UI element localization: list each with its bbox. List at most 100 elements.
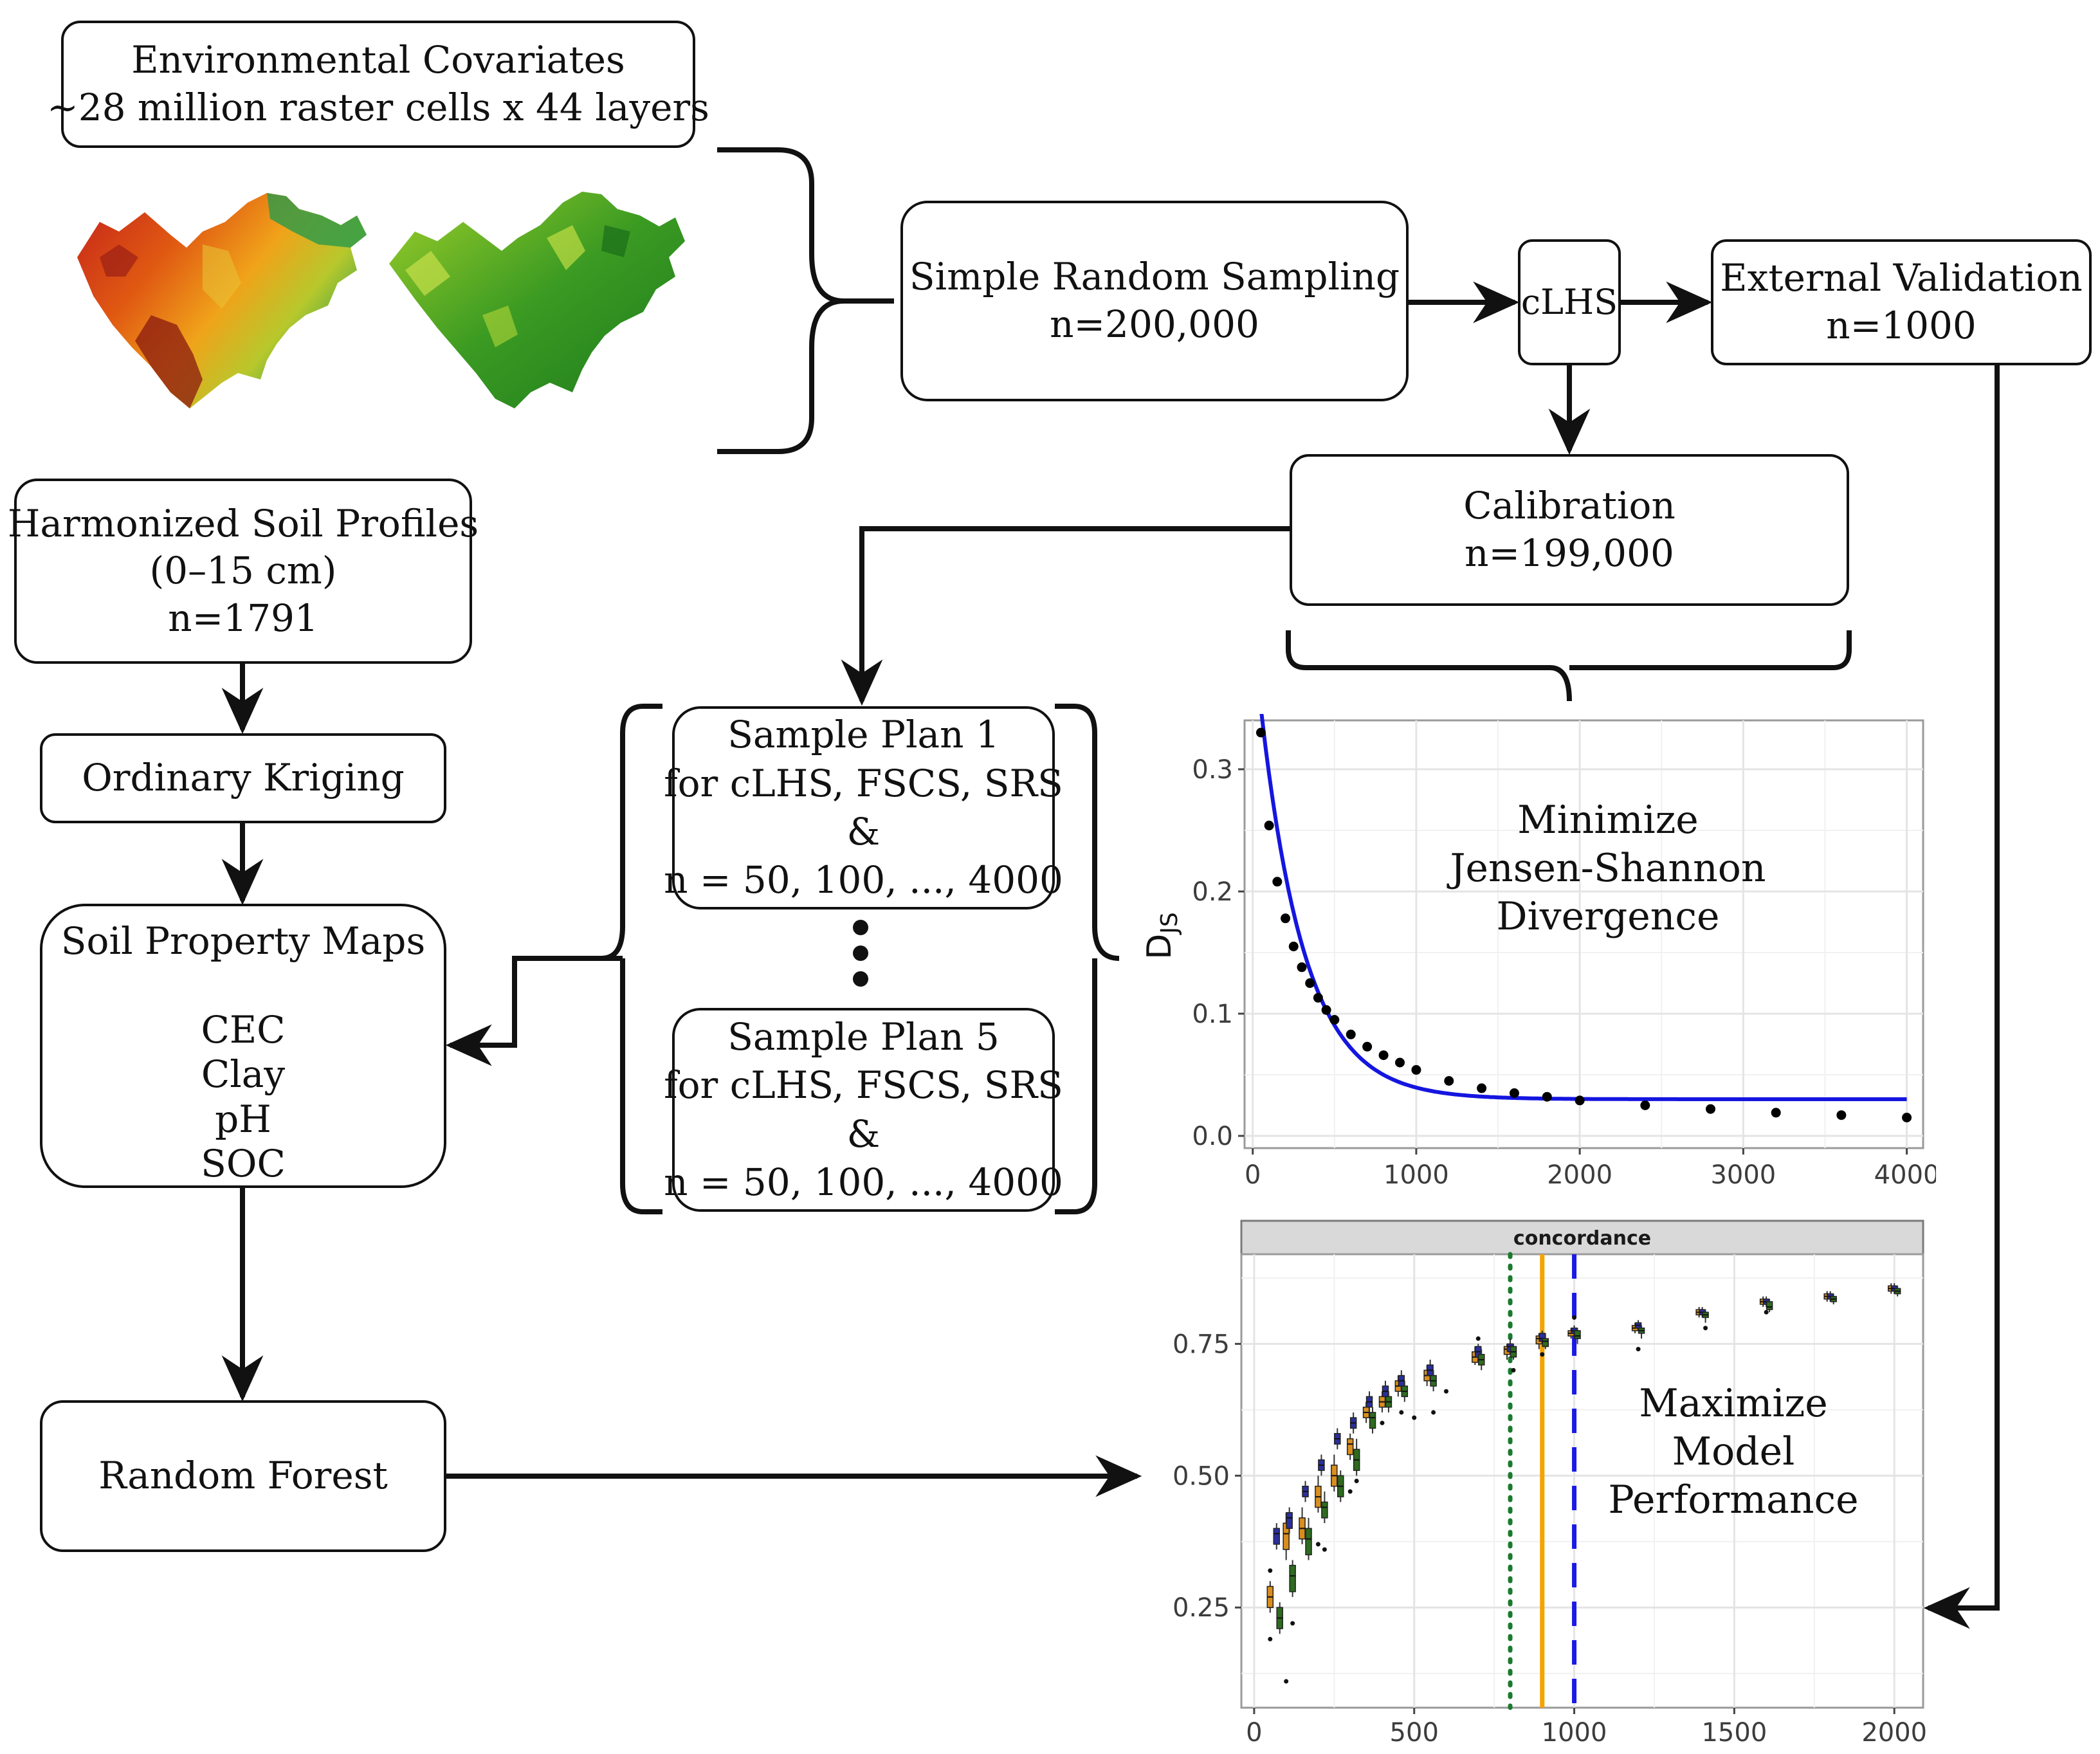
- boxplot: [1302, 1481, 1309, 1503]
- outlier-point: [1380, 1420, 1385, 1425]
- outlier-point: [1354, 1479, 1359, 1483]
- box-line: n=199,000: [1465, 531, 1674, 575]
- outlier-point: [1764, 1310, 1769, 1315]
- arrow-sample-plans-to-soil-maps: [445, 956, 623, 1066]
- box-line: cLHS: [1520, 281, 1618, 322]
- outlier-point: [1322, 1547, 1327, 1552]
- data-point: [1509, 1088, 1519, 1098]
- x-tick-label: 4000: [1874, 1160, 1936, 1190]
- boxplot: [1369, 1407, 1376, 1434]
- data-point: [1313, 992, 1323, 1003]
- x-tick-label: 1000: [1383, 1160, 1449, 1190]
- box-line: Sample Plan 1: [727, 713, 1000, 757]
- outlier-point: [1443, 1389, 1448, 1394]
- box-line: n = 50, 100, ..., 4000: [664, 1160, 1063, 1204]
- boxplot: [1315, 1475, 1322, 1513]
- boxplot-box: [1305, 1528, 1312, 1556]
- ellipsis-dot: [853, 920, 868, 935]
- boxplot: [1542, 1333, 1549, 1349]
- plot-panel: [1240, 1253, 1924, 1709]
- outlier-point: [1315, 1542, 1320, 1547]
- boxplot: [1305, 1517, 1312, 1560]
- js-annotation: Minimize Jensen-Shannon Divergence: [1447, 798, 1766, 939]
- panel-strip: [1240, 1220, 1924, 1256]
- boxplot: [1299, 1507, 1306, 1544]
- data-point: [1297, 962, 1307, 973]
- box-line: SOC: [201, 1142, 286, 1186]
- data-point: [1288, 942, 1299, 951]
- calibration-box: Calibration n=199,000: [1290, 454, 1849, 606]
- ellipsis-dot: [853, 971, 868, 987]
- boxplot: [1430, 1370, 1437, 1392]
- data-point: [1281, 913, 1291, 924]
- boxplot: [1385, 1391, 1392, 1412]
- data-point: [1321, 1005, 1331, 1015]
- boxplot: [1365, 1391, 1373, 1412]
- sample-plans-left-brace: [601, 704, 662, 1214]
- ordinary-kriging-box: Ordinary Kriging: [40, 733, 446, 823]
- annotation-line: Divergence: [1496, 894, 1719, 939]
- boxplot-box: [1346, 1438, 1354, 1456]
- data-point: [1305, 978, 1315, 988]
- boxplot: [1318, 1454, 1325, 1476]
- gridlines: [1245, 720, 1923, 1148]
- outlier-point: [1431, 1410, 1436, 1415]
- boxplot: [1286, 1507, 1293, 1534]
- box-line: n = 50, 100, ..., 4000: [664, 858, 1063, 902]
- y-axis-label: DJS: [1140, 912, 1183, 960]
- boxplot: [1334, 1428, 1341, 1450]
- outlier-point: [1511, 1367, 1516, 1373]
- box-line: for cLHS, FSCS, SRS: [664, 1063, 1063, 1108]
- data-point: [1264, 820, 1274, 830]
- boxplot: [1331, 1454, 1338, 1492]
- x-tick-label: 2000: [1547, 1160, 1612, 1190]
- data-point: [1255, 727, 1266, 738]
- boxplot: [1766, 1299, 1773, 1313]
- box-line: n=1000: [1826, 304, 1977, 347]
- data-point: [1477, 1083, 1487, 1093]
- boxplot: [1289, 1560, 1296, 1597]
- outlier-point: [1284, 1679, 1289, 1684]
- x-tick-label: 3000: [1710, 1160, 1776, 1190]
- box-line: n=200,000: [1050, 302, 1259, 346]
- data-point: [1902, 1113, 1912, 1122]
- boxplot-box: [1286, 1512, 1293, 1530]
- box-line: for cLHS, FSCS, SRS: [664, 761, 1063, 805]
- box-line: Ordinary Kriging: [82, 756, 405, 800]
- boxplot: [1337, 1470, 1344, 1503]
- data-point: [1836, 1110, 1847, 1120]
- annotation-line: Performance: [1608, 1477, 1858, 1522]
- boxplot-box: [1574, 1330, 1581, 1339]
- random-forest-box: Random Forest: [40, 1400, 446, 1552]
- boxplot: [1830, 1293, 1837, 1304]
- y-tick-label: 0.3: [1192, 755, 1233, 785]
- elevation-map-image: [77, 193, 367, 408]
- arrow-calibration-to-sample-plans: [841, 526, 1290, 706]
- x-tick-label: 0: [1245, 1160, 1261, 1190]
- external-validation-box: External Validation n=1000: [1711, 239, 2092, 365]
- data-point: [1411, 1064, 1421, 1075]
- boxplot-box: [1289, 1564, 1296, 1593]
- environmental-covariates-box: Environmental Covariates ~28 million ras…: [47, 21, 709, 148]
- boxplot-box: [1369, 1412, 1376, 1429]
- data-points: [1255, 727, 1912, 1122]
- box-line: Harmonized Soil Profiles: [7, 501, 479, 545]
- outlier-point: [1290, 1621, 1295, 1626]
- data-point: [1771, 1108, 1781, 1118]
- x-tick-label: 500: [1390, 1718, 1439, 1748]
- boxplot: [1401, 1380, 1409, 1402]
- outlier-point: [1268, 1568, 1273, 1573]
- boxplot-box: [1542, 1338, 1549, 1347]
- data-point: [1444, 1076, 1454, 1086]
- cc-annotation: Maximize Model Performance: [1608, 1381, 1858, 1522]
- panel-strip-title: concordance: [1513, 1227, 1651, 1250]
- annotation-line: Maximize: [1639, 1381, 1827, 1426]
- outlier-point: [1572, 1315, 1577, 1320]
- box-line: CEC: [201, 1007, 286, 1052]
- data-point: [1640, 1101, 1650, 1110]
- y-tick-label: 0.25: [1173, 1593, 1230, 1623]
- calibration-brace: [1286, 630, 1852, 702]
- y-axis-label-text: DJS: [1140, 912, 1183, 960]
